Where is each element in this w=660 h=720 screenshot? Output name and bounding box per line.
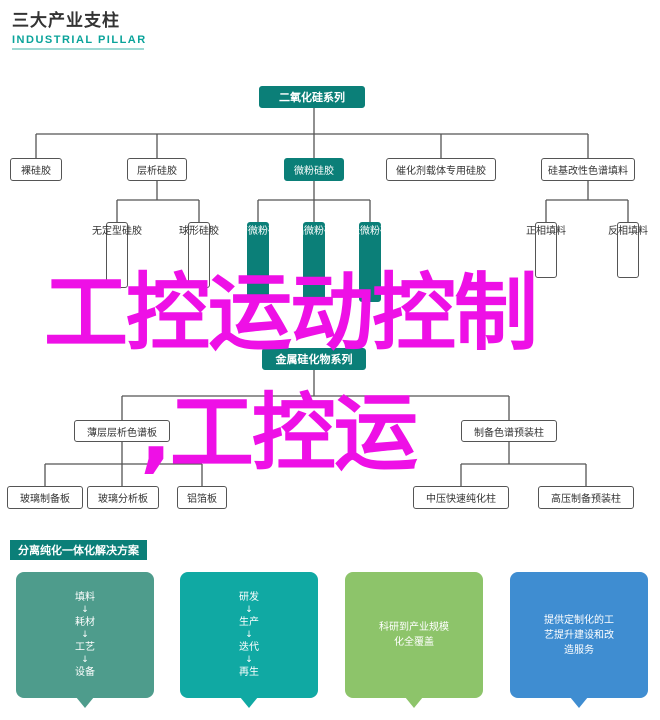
diagram-subroot-node: 金属硅化物系列 — [262, 348, 366, 370]
node-level1: 催化剂载体专用硅胶 — [386, 158, 496, 181]
card-text: 科研到产业规模 — [379, 622, 449, 633]
brand-underline — [12, 48, 144, 50]
node-sub-level2: 高压制备预装柱 — [538, 486, 634, 509]
card-text: 造服务 — [564, 644, 594, 656]
node-level1: 层析硅胶 — [127, 158, 187, 181]
card-text: 研发 — [239, 592, 259, 603]
arrow-down-icon: ↓ — [81, 605, 89, 615]
node-sub-level2: 铝箔板 — [177, 486, 227, 509]
solution-card: 填料 ↓ 耗材 ↓ 工艺 ↓ 设备 — [16, 572, 154, 698]
overlay-title-line1: 工控运动控制 — [44, 264, 538, 362]
arrow-down-icon: ↓ — [245, 630, 253, 640]
node-level2-vertical: 无定型硅胶 — [92, 222, 142, 288]
card-text: 工艺 — [75, 642, 95, 653]
arrow-down-icon: ↓ — [245, 605, 253, 615]
card-pointer — [240, 697, 258, 708]
node-level1: 硅基改性色谱填料 — [541, 158, 635, 181]
card-text: 艺提升建设和改 — [544, 629, 614, 641]
node-level1: 裸硅胶 — [10, 158, 62, 181]
arrow-down-icon: ↓ — [81, 630, 89, 640]
node-level2-vertical-highlight: 食品微粉硅胶 — [284, 222, 344, 302]
node-sub-level1: 薄层层析色谱板 — [74, 420, 170, 442]
solution-card: 提供定制化的工艺提升建设和改造服务 — [510, 572, 648, 698]
solution-card: 研发 ↓ 生产 ↓ 迭代 ↓ 再生 — [180, 572, 318, 698]
node-sub-level2: 玻璃分析板 — [87, 486, 159, 509]
card-pointer — [405, 697, 423, 708]
brand-logo: 三大产业支柱 INDUSTRIAL PILLAR — [12, 6, 147, 50]
card-text: 化全覆盖 — [394, 637, 434, 648]
card-text: 迭代 — [239, 642, 259, 653]
arrow-down-icon: ↓ — [245, 655, 253, 665]
card-text: 提供定制化的工 — [544, 614, 614, 626]
node-sub-level2: 中压快速纯化柱 — [413, 486, 509, 509]
node-level2-vertical-highlight: 纳米微粉硅胶 — [340, 222, 400, 302]
node-sub-level1: 制备色谱预装柱 — [461, 420, 557, 442]
node-level2-vertical: 正相填料 — [526, 222, 566, 278]
card-text: 填料 — [75, 592, 95, 603]
card-text: 耗材 — [75, 617, 95, 628]
card-text: 生产 — [239, 617, 259, 628]
brand-name-cn: 三大产业支柱 — [12, 11, 120, 31]
card-pointer — [76, 697, 94, 708]
solutions-title: 分离纯化一体化解决方案 — [10, 540, 147, 560]
arrow-down-icon: ↓ — [81, 655, 89, 665]
node-level2-vertical: 反相填料 — [608, 222, 648, 278]
card-pointer — [570, 697, 588, 708]
node-level2-vertical-highlight: 医药微粉硅胶 — [228, 222, 288, 302]
node-level1-highlight: 微粉硅胶 — [284, 158, 344, 181]
solution-card: 科研到产业规模化全覆盖 — [345, 572, 483, 698]
card-text: 设备 — [75, 667, 95, 678]
node-level2-vertical: 球形硅胶 — [179, 222, 219, 288]
diagram-root-node: 二氧化硅系列 — [259, 86, 365, 108]
overlay-title-line2: ,工控运 — [140, 384, 418, 482]
node-sub-level2: 玻璃制备板 — [7, 486, 83, 509]
brand-name-en: INDUSTRIAL PILLAR — [12, 34, 147, 46]
card-text: 再生 — [239, 667, 259, 678]
